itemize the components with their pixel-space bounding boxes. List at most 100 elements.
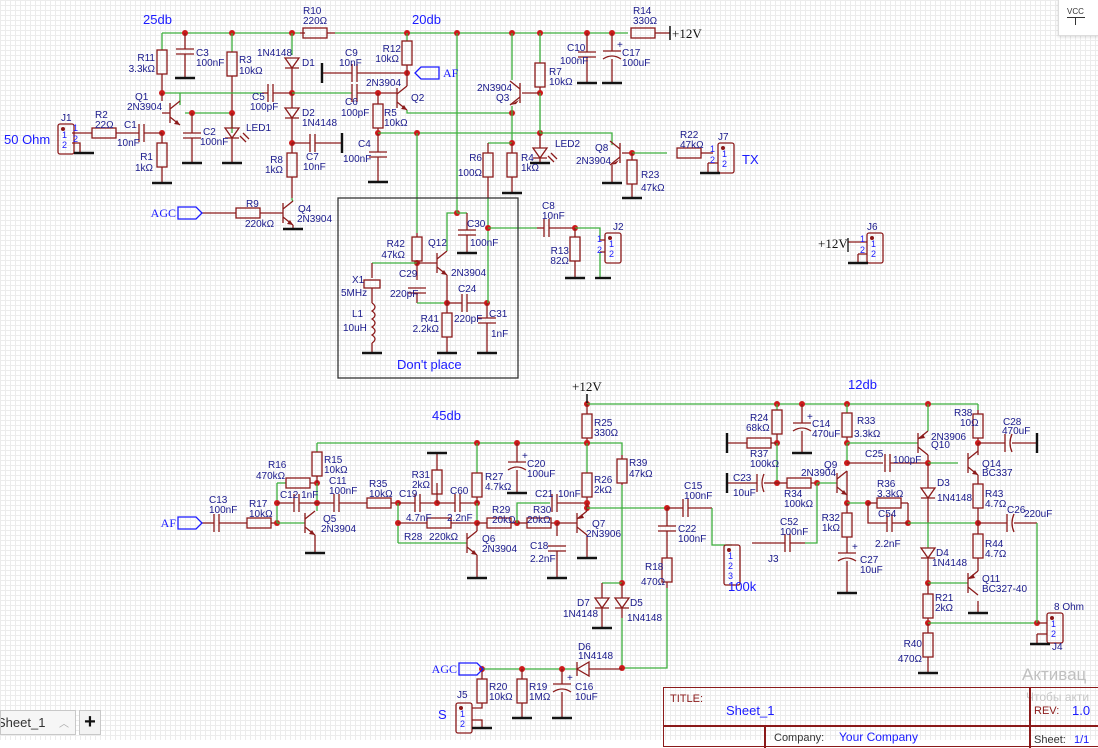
resistor-r25[interactable] [581, 413, 593, 439]
resistor-r43[interactable] [972, 483, 984, 509]
component-ref-c24[interactable]: C24 [458, 284, 477, 295]
component-ref-r38[interactable]: R38 [954, 408, 973, 419]
component-ref-r11[interactable]: R11 [137, 53, 155, 64]
component-ref-r37[interactable]: R37 [750, 449, 769, 460]
connector-j5[interactable] [455, 702, 473, 734]
resistor-r20[interactable] [476, 678, 488, 704]
component-ref-r18[interactable]: R18 [645, 562, 664, 573]
resistor-r10[interactable] [302, 27, 328, 39]
component-ref-j2[interactable]: J2 [613, 222, 624, 233]
chevron-up-icon[interactable]: ︿ [59, 719, 69, 730]
component-ref-r34[interactable]: R34 [784, 489, 803, 500]
component-ref-q11[interactable]: Q11 [982, 574, 1001, 585]
resistor-r1[interactable] [156, 142, 168, 168]
resistor-r11[interactable] [156, 49, 168, 75]
component-ref-q12[interactable]: Q12 [428, 238, 447, 249]
component-ref-c13[interactable]: C13 [209, 495, 228, 506]
component-ref-r27[interactable]: R27 [485, 472, 504, 483]
resistor-r14[interactable] [630, 27, 656, 39]
resistor-r29[interactable] [486, 517, 512, 529]
diode-led2[interactable] [531, 147, 549, 160]
component-ref-r8[interactable]: R8 [270, 155, 283, 166]
component-ref-c31[interactable]: C31 [489, 309, 508, 320]
resistor-r4[interactable] [506, 152, 518, 178]
component-ref-q1[interactable]: Q1 [135, 92, 149, 103]
sheet-tab[interactable]: Sheet_1 ︿ [0, 710, 76, 735]
component-ref-r17[interactable]: R17 [249, 499, 268, 510]
component-ref-r10[interactable]: R10 [303, 6, 322, 17]
component-ref-r30[interactable]: R30 [533, 505, 552, 516]
component-ref-r1[interactable]: R1 [140, 152, 153, 163]
component-ref-r26[interactable]: R26 [594, 475, 613, 486]
component-ref-c25[interactable]: C25 [865, 449, 884, 460]
component-ref-r24[interactable]: R24 [750, 413, 769, 424]
component-ref-c54[interactable]: C54 [878, 509, 897, 520]
resistor-r3[interactable] [226, 51, 238, 77]
resistor-r36[interactable] [876, 497, 902, 509]
component-ref-d2[interactable]: D2 [302, 108, 315, 119]
component-ref-c20[interactable]: C20 [527, 459, 546, 470]
component-ref-r29[interactable]: R29 [492, 505, 511, 516]
resistor-r40[interactable] [922, 632, 934, 658]
component-ref-c17[interactable]: C17 [622, 48, 641, 59]
component-ref-c30[interactable]: C30 [467, 219, 486, 230]
component-ref-r36[interactable]: R36 [877, 479, 896, 490]
resistor-r6[interactable] [482, 152, 494, 178]
resistor-r41[interactable] [441, 312, 453, 338]
component-ref-c6[interactable]: C6 [345, 97, 358, 108]
component-ref-c16[interactable]: C16 [575, 682, 594, 693]
component-ref-r33[interactable]: R33 [857, 416, 876, 427]
component-ref-d1[interactable]: D1 [302, 58, 315, 69]
component-ref-j4[interactable]: J4 [1052, 642, 1063, 653]
component-ref-q7[interactable]: Q7 [592, 519, 606, 530]
connector-j1[interactable] [57, 123, 75, 155]
component-ref-r35[interactable]: R35 [369, 479, 388, 490]
component-ref-r31[interactable]: R31 [412, 470, 431, 481]
component-ref-c52[interactable]: C52 [780, 517, 799, 528]
crystal-x1[interactable] [363, 279, 381, 289]
component-ref-c21[interactable]: C21 [535, 489, 554, 500]
diode-d4[interactable] [919, 547, 937, 560]
net-port-agc2[interactable] [458, 662, 484, 676]
diode-d6[interactable] [575, 660, 590, 678]
company-value[interactable]: Your Company [839, 730, 918, 744]
component-ref-j6[interactable]: J6 [867, 222, 878, 233]
component-ref-r5[interactable]: R5 [384, 108, 397, 119]
component-ref-d4[interactable]: D4 [936, 548, 949, 559]
component-ref-r39[interactable]: R39 [629, 458, 648, 469]
component-ref-r13[interactable]: R13 [551, 246, 570, 257]
connector-j4[interactable] [1046, 612, 1064, 644]
component-ref-d6[interactable]: D6 [578, 642, 591, 653]
component-ref-q9[interactable]: Q9 [824, 460, 838, 471]
component-ref-q10[interactable]: Q10 [931, 440, 950, 451]
component-ref-c11[interactable]: C11 [329, 476, 347, 487]
component-ref-c15[interactable]: C15 [684, 481, 703, 492]
resistor-r28[interactable] [426, 517, 452, 529]
resistor-r44[interactable] [972, 533, 984, 559]
component-ref-d5[interactable]: D5 [630, 598, 643, 609]
component-ref-c12[interactable]: C12 1nF [280, 490, 318, 501]
component-ref-c8[interactable]: C8 [542, 201, 555, 212]
component-ref-r43[interactable]: R43 [985, 489, 1004, 500]
resistor-r24[interactable] [771, 409, 783, 435]
component-ref-c7[interactable]: C7 [306, 152, 319, 163]
resistor-r19[interactable] [516, 678, 528, 704]
component-ref-q2[interactable]: Q2 [411, 93, 425, 104]
component-ref-r20[interactable]: R20 [489, 682, 508, 693]
component-ref-c14[interactable]: C14 [812, 419, 831, 430]
component-ref-c28[interactable]: C28 [1003, 417, 1022, 428]
component-ref-c18[interactable]: C18 [530, 541, 549, 552]
resistor-r27[interactable] [471, 472, 483, 498]
resistor-r33[interactable] [841, 412, 853, 438]
component-ref-q14[interactable]: Q14 [982, 459, 1001, 470]
component-ref-c9[interactable]: C9 [345, 48, 358, 59]
component-ref-r6[interactable]: R6 [469, 153, 482, 164]
title-value[interactable]: Sheet_1 [726, 703, 775, 718]
resistor-r23[interactable] [626, 159, 638, 185]
resistor-r38[interactable] [972, 413, 984, 439]
component-ref-l1[interactable]: L1 [352, 309, 364, 320]
resistor-r13[interactable] [569, 236, 581, 262]
component-ref-c4[interactable]: C4 [358, 139, 371, 150]
component-ref-r32[interactable]: R32 [822, 513, 841, 524]
component-ref-j5[interactable]: J5 [457, 690, 468, 701]
